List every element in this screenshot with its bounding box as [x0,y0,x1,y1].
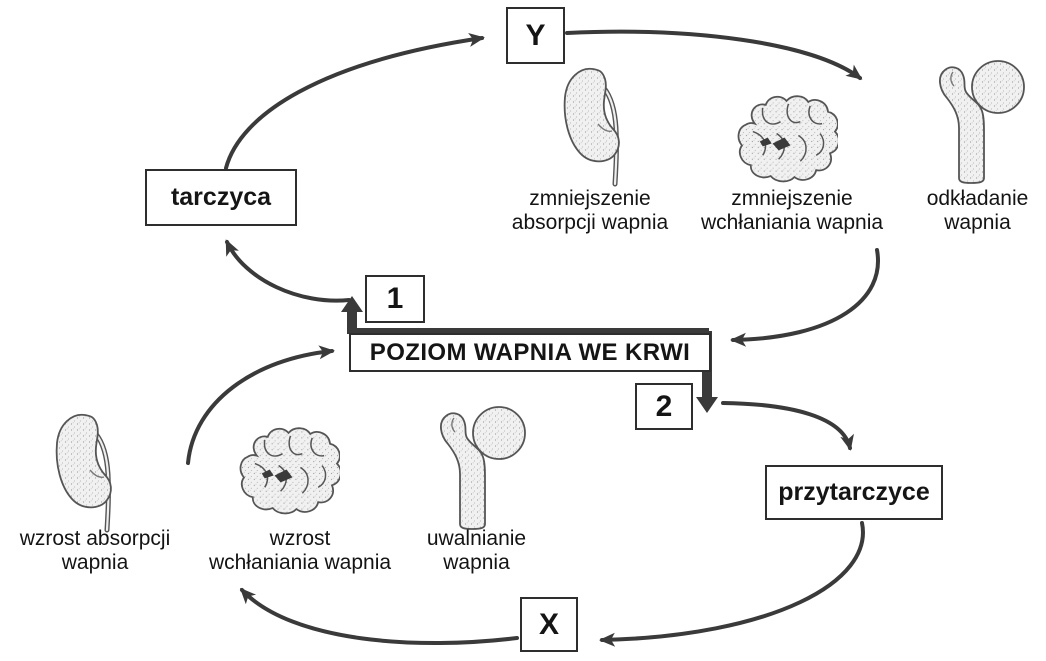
level-up-indicator [341,296,709,334]
arrow-bone-to-level [730,248,880,347]
arrow-level-to-przytarczyce [721,401,854,451]
bone-icon [939,60,1025,184]
label-bottom-bone: uwalnianie wapnia [426,527,527,574]
arrow-one-to-tarczyca [225,239,351,303]
kidney-icon [560,64,632,188]
label-top-intestine: zmniejszenie wchłaniania wapnia [700,187,884,234]
intestine-icon [239,427,340,515]
label-bottom-intestine: wzrost wchłaniania wapnia [208,527,392,574]
przytarczyce-box: przytarczyce [765,465,943,520]
one-box: 1 [365,275,425,323]
tarczyca-box: tarczyca [145,169,297,226]
arrow-kidney-to-level [186,345,335,465]
bone-icon [440,406,526,530]
two-box-label: 2 [655,389,673,423]
calcium-level-box: POZIOM WAPNIA WE KRWI [349,333,711,372]
one-box-label: 1 [386,282,404,315]
przytarczyce-box-label: przytarczyce [778,478,930,506]
x-box-label: X [538,607,559,641]
y-box: Y [506,7,565,64]
y-box-label: Y [525,18,546,52]
kidney-icon [52,410,124,534]
arrow-y-to-organs [565,29,863,80]
label-top-bone: odkładanie wapnia [926,187,1029,234]
two-box: 2 [635,383,693,430]
intestine-icon [737,95,838,183]
x-box: X [520,597,578,652]
calcium-level-label: POZIOM WAPNIA WE KRWI [369,338,691,366]
label-bottom-kidney: wzrost absorpcji wapnia [19,527,171,574]
tarczyca-box-label: tarczyca [170,183,272,211]
label-top-kidney: zmniejszenie absorpcji wapnia [511,187,669,234]
arrow-tarczyca-to-y [224,32,485,170]
arrow-x-to-organs [239,587,519,646]
arrow-przytarczyce-to-x [599,521,865,647]
